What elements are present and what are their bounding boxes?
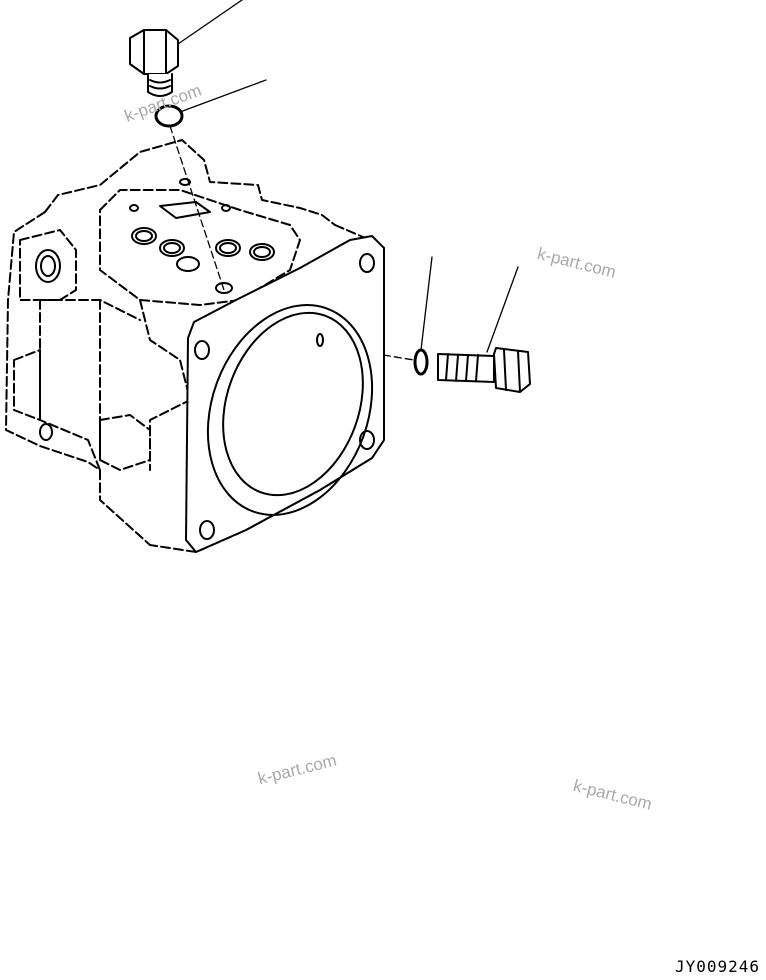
o-ring-side bbox=[413, 348, 429, 376]
side-boss-hole bbox=[35, 249, 61, 441]
plug-bolt-top bbox=[129, 29, 179, 97]
mounting-holes bbox=[194, 253, 375, 540]
port-holes bbox=[129, 178, 275, 294]
drawing-code: JY009246 bbox=[674, 957, 760, 976]
bolt-side bbox=[437, 347, 531, 393]
pump-case-end-face bbox=[185, 235, 385, 553]
o-ring-top bbox=[154, 104, 184, 128]
